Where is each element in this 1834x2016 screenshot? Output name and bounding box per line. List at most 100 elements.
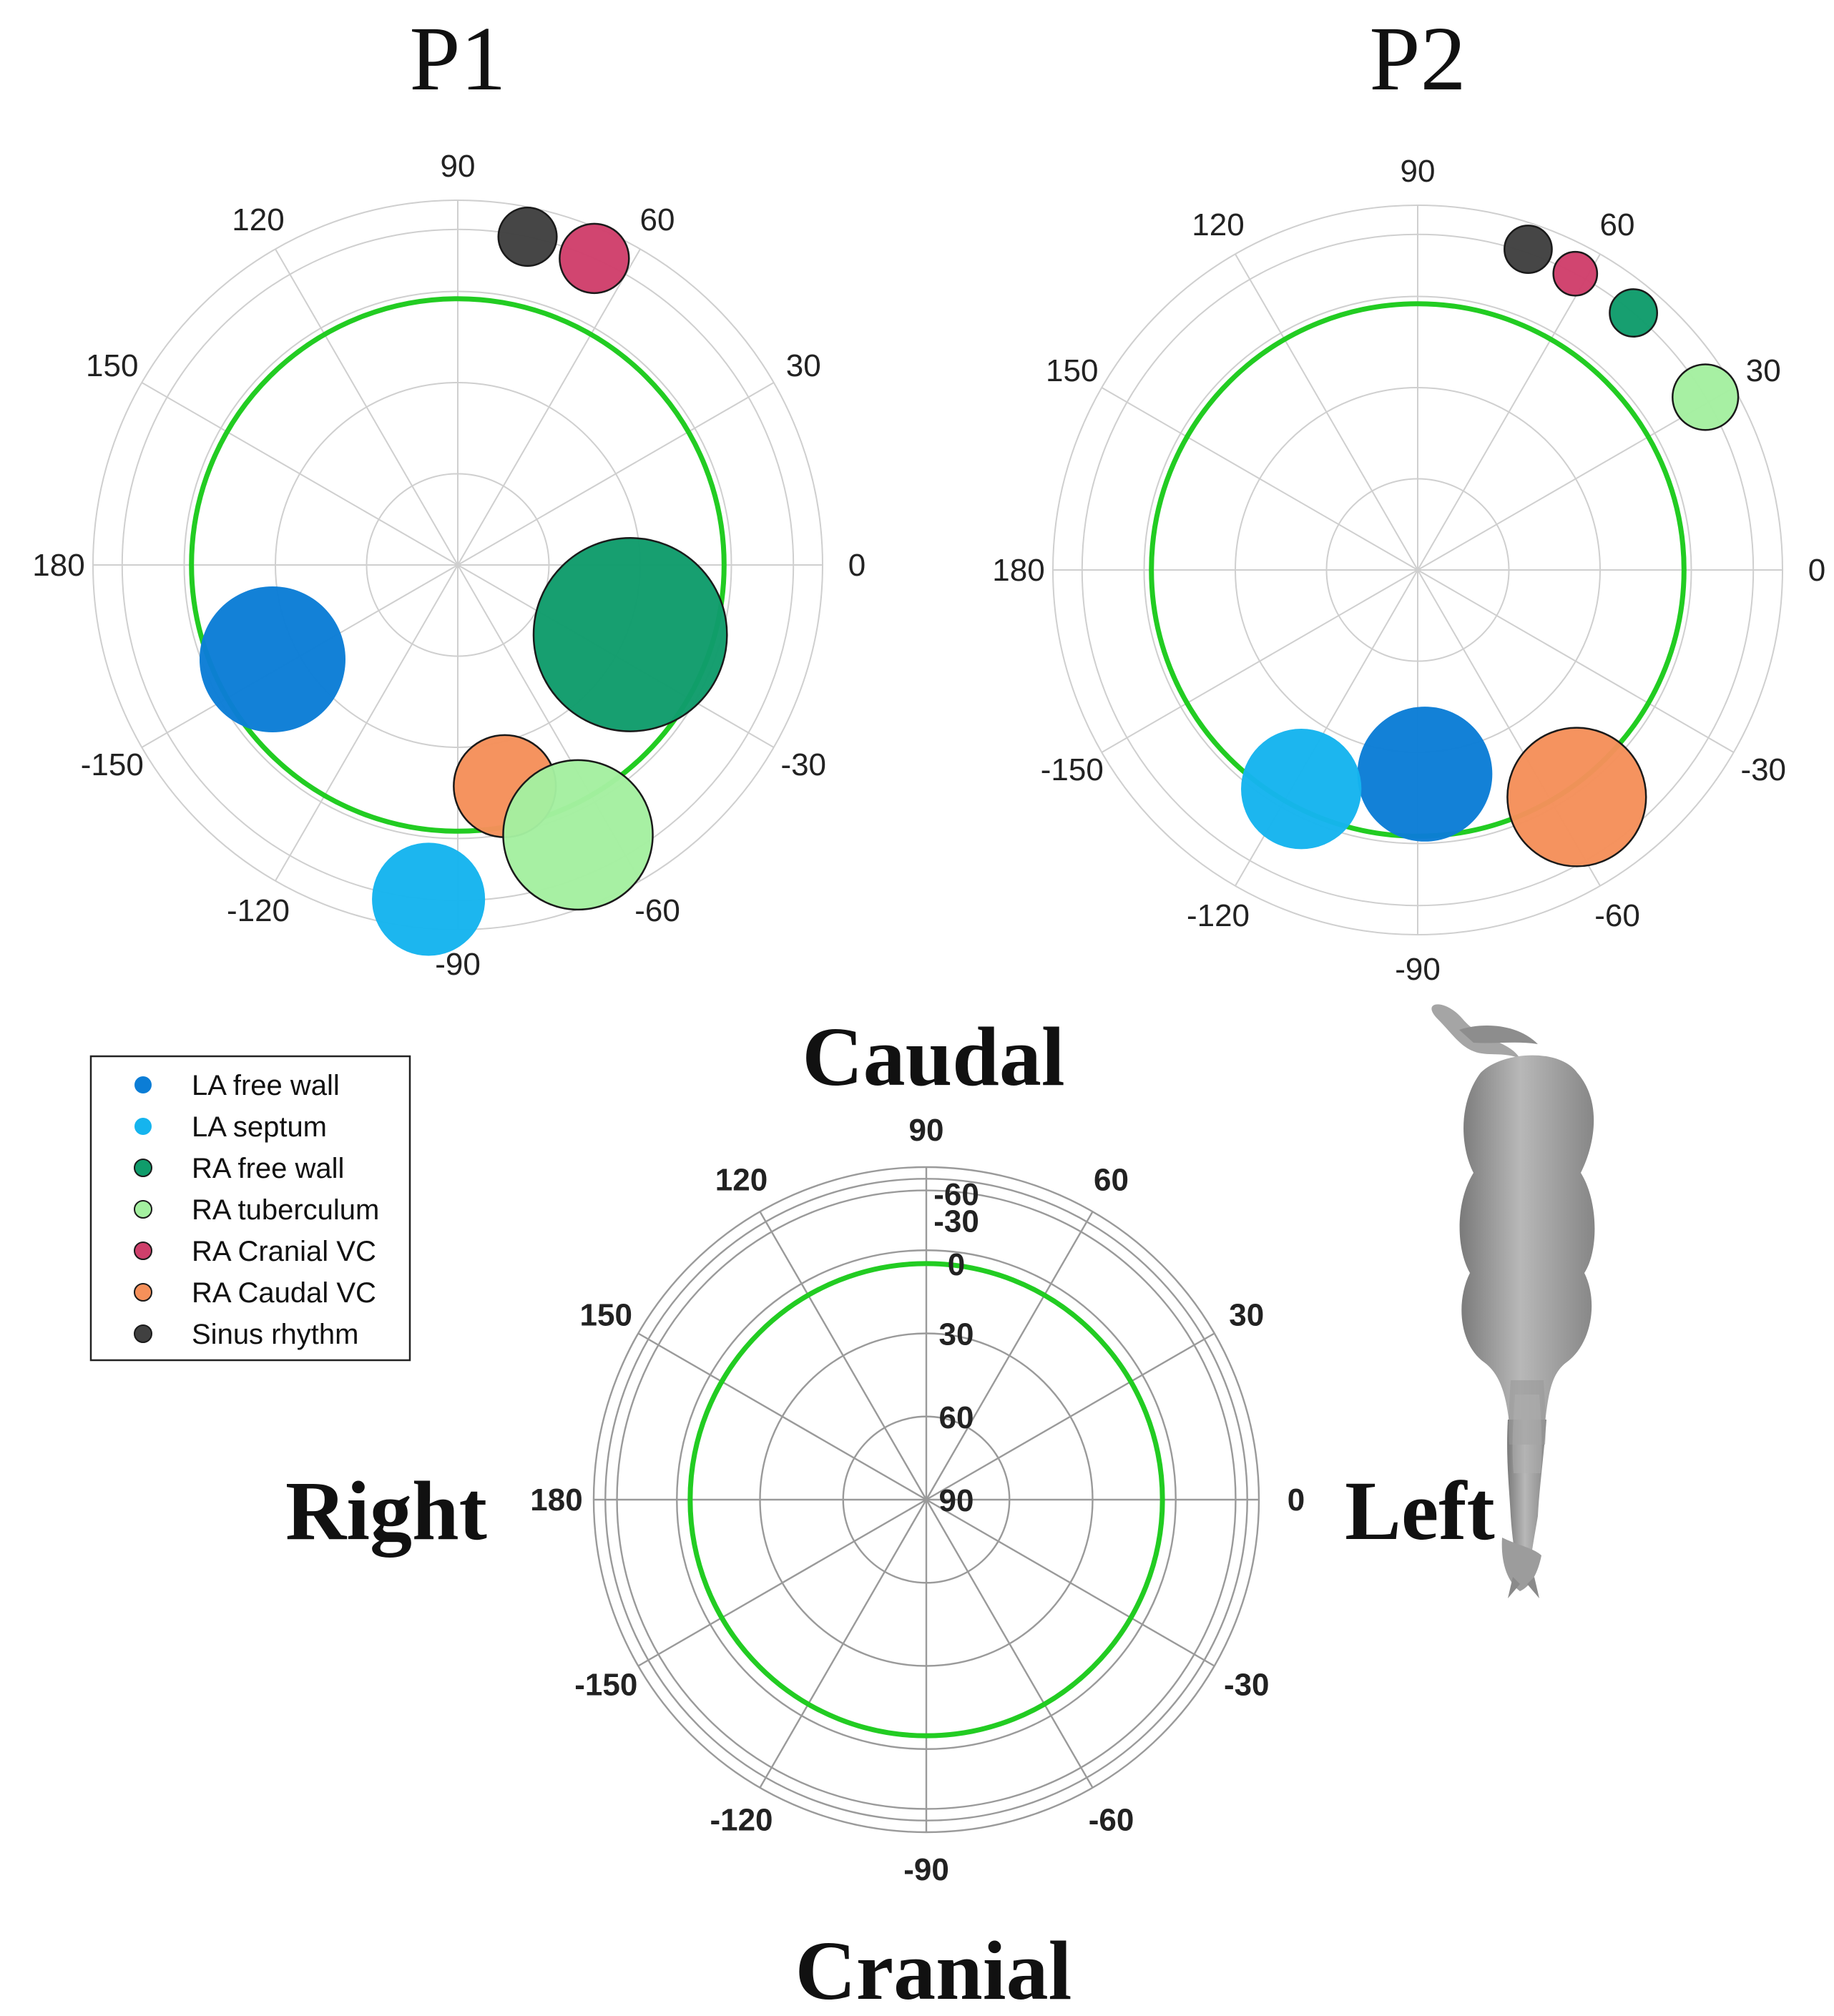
grid-spoke	[275, 564, 458, 882]
theta-tick-label: -90	[903, 1852, 949, 1887]
label-caudal: Caudal	[802, 1010, 1064, 1103]
theta-tick-label: 90	[1401, 154, 1436, 189]
data-point-ra-tuberculum	[502, 759, 654, 911]
legend-marker	[134, 1159, 152, 1177]
reference-circle	[687, 1261, 1165, 1739]
legend-label: RA tuberculum	[192, 1194, 379, 1226]
data-point-ra-free-wall	[532, 537, 728, 732]
theta-tick-label: -60	[634, 893, 680, 928]
data-point-la-free-wall	[199, 586, 345, 732]
theta-tick-label: 180	[32, 548, 84, 583]
polar-plot-reference: 9060300-30-60-90-120-150180150120-60-300…	[530, 1113, 1305, 1887]
legend: LA free wall LA septum RA free wall RA tube…	[89, 1055, 411, 1362]
legend-marker	[134, 1200, 152, 1219]
legend-marker	[134, 1076, 152, 1093]
data-point-sinus-rhythm	[497, 207, 558, 267]
reference-circle	[189, 296, 727, 834]
data-point-sinus-rhythm	[1504, 225, 1553, 274]
grid-spoke	[637, 1498, 927, 1667]
theta-tick-label: 0	[1808, 553, 1825, 588]
theta-tick-label: 120	[1192, 207, 1244, 242]
legend-marker	[134, 1324, 152, 1343]
theta-tick-label: 60	[640, 202, 675, 237]
data-point-la-septum	[372, 842, 486, 956]
theta-tick-label: -30	[780, 747, 826, 782]
grid-spoke	[925, 1211, 1094, 1500]
label-right: Right	[285, 1464, 487, 1558]
theta-tick-label: -150	[81, 747, 144, 782]
radial-tick-label: -30	[933, 1204, 979, 1239]
data-point-la-septum	[1241, 729, 1362, 850]
grid-spoke	[141, 382, 458, 566]
theta-tick-label: -90	[1395, 952, 1441, 987]
theta-tick-label: -120	[227, 893, 290, 928]
grid-spoke	[926, 1332, 1215, 1501]
theta-tick-label: 180	[530, 1483, 582, 1518]
radial-tick-label: 30	[939, 1317, 974, 1352]
theta-tick-label: -120	[1187, 898, 1250, 933]
panel-title-p2: P2	[1369, 8, 1466, 109]
theta-tick-label: 150	[86, 348, 138, 383]
grid-spoke	[926, 1498, 1215, 1667]
legend-label: LA septum	[192, 1111, 327, 1143]
theta-tick-label: -150	[1041, 752, 1104, 787]
data-point-ra-free-wall	[1609, 288, 1658, 338]
theta-tick-label: 0	[848, 548, 865, 583]
legend-label: RA free wall	[192, 1153, 344, 1184]
legend-marker	[134, 1118, 152, 1135]
legend-label: RA Caudal VC	[192, 1277, 376, 1309]
grid-spoke	[1417, 569, 1735, 753]
theta-tick-label: -60	[1089, 1803, 1134, 1838]
data-point-ra-caudal-vc	[1506, 727, 1647, 867]
legend-marker	[134, 1241, 152, 1260]
grid-spoke	[1417, 253, 1601, 571]
grid-spoke	[759, 1211, 928, 1500]
theta-tick-label: -30	[1224, 1668, 1270, 1703]
theta-tick-label: 60	[1600, 207, 1635, 242]
radial-tick-label: 0	[948, 1247, 965, 1282]
grid-spoke	[275, 248, 458, 566]
grid-spoke	[1101, 387, 1418, 571]
theta-tick-label: -150	[574, 1668, 637, 1703]
grid-spoke	[925, 1499, 1094, 1789]
theta-tick-label: 120	[232, 202, 284, 237]
radial-tick-label: 90	[939, 1483, 974, 1518]
theta-tick-label: 150	[1046, 353, 1098, 388]
grid-spoke	[457, 382, 775, 566]
theta-tick-label: 90	[909, 1113, 944, 1148]
radial-tick-label: -60	[933, 1177, 979, 1212]
radial-tick-label: 60	[939, 1400, 974, 1435]
theta-tick-label: -120	[710, 1803, 773, 1838]
theta-tick-label: 60	[1094, 1162, 1129, 1197]
theta-tick-label: 30	[1229, 1298, 1264, 1333]
panel-title-p1: P1	[409, 8, 506, 109]
theta-tick-label: 120	[715, 1162, 768, 1197]
theta-tick-label: 30	[1746, 353, 1781, 388]
data-point-ra-tuberculum	[1672, 363, 1740, 431]
label-cranial: Cranial	[795, 1924, 1072, 2016]
polar-plot-p2: 90 60 30 0 -30 -60 -90 -120 -150 180 150 120	[992, 154, 1825, 987]
grid-spoke	[457, 248, 641, 566]
grid-spoke	[1101, 569, 1418, 753]
label-left: Left	[1345, 1464, 1495, 1558]
data-point-ra-cranial-vc	[559, 222, 630, 295]
legend-label: RA Cranial VC	[192, 1236, 376, 1267]
theta-tick-label: 30	[786, 348, 821, 383]
grid-spoke	[759, 1499, 928, 1789]
theta-tick-label: -30	[1740, 752, 1786, 787]
data-point-ra-cranial-vc	[1552, 250, 1599, 297]
legend-label: Sinus rhythm	[192, 1319, 358, 1350]
theta-tick-label: 150	[580, 1298, 632, 1333]
theta-tick-label: 90	[441, 149, 476, 184]
legend-marker	[134, 1283, 152, 1302]
grid-spoke	[1235, 253, 1418, 571]
legend-label: LA free wall	[192, 1070, 340, 1101]
grid-spoke	[637, 1332, 927, 1501]
theta-tick-label: 180	[992, 553, 1044, 588]
data-point-la-free-wall	[1357, 707, 1493, 842]
horse-top-view-icon	[1431, 1004, 1595, 1598]
theta-tick-label: 0	[1288, 1483, 1305, 1518]
theta-tick-label: -60	[1594, 898, 1640, 933]
